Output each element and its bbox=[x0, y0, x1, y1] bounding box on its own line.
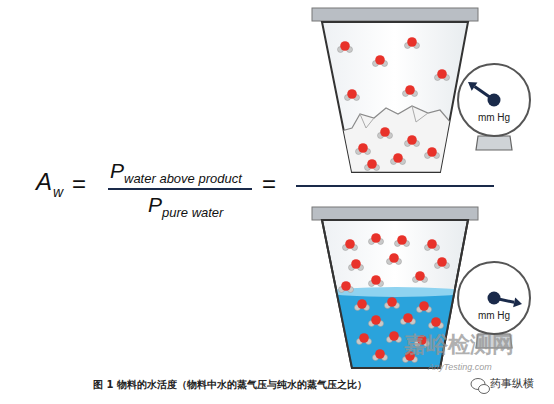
water-molecule bbox=[355, 299, 370, 310]
water-molecule bbox=[387, 253, 402, 264]
water-molecule bbox=[405, 37, 420, 48]
water-molecule bbox=[387, 331, 402, 342]
water-molecule bbox=[373, 349, 388, 360]
equals-sign: = bbox=[262, 172, 276, 196]
water-molecule bbox=[425, 239, 440, 250]
water-molecule bbox=[345, 89, 360, 100]
water-molecule bbox=[357, 333, 372, 344]
gauge-dial bbox=[456, 62, 532, 138]
water-molecule bbox=[349, 259, 364, 270]
pressure-gauge: mm Hg bbox=[456, 260, 532, 336]
water-molecule bbox=[365, 159, 380, 170]
formula-subscript: water above product bbox=[124, 172, 242, 185]
product-solid bbox=[330, 106, 460, 172]
water-molecule bbox=[369, 275, 384, 286]
formula-subscript: w bbox=[53, 185, 63, 199]
water-molecule bbox=[356, 143, 371, 154]
water-molecule bbox=[338, 41, 353, 52]
water-molecule bbox=[435, 69, 450, 80]
water-molecule bbox=[385, 297, 400, 308]
watermark: 药事纵横 bbox=[490, 378, 534, 389]
watermark: 嘉峪检测网 bbox=[404, 334, 514, 356]
unit-label: mm Hg bbox=[456, 310, 532, 321]
water-molecule bbox=[343, 239, 358, 250]
water-molecule bbox=[369, 233, 384, 244]
water-molecule bbox=[403, 85, 418, 96]
formula-symbol: P bbox=[110, 160, 124, 181]
water-molecule bbox=[373, 55, 388, 66]
lid bbox=[312, 8, 478, 21]
unit-label: mm Hg bbox=[456, 112, 532, 123]
water-molecule bbox=[391, 153, 406, 164]
formula-subscript: pure water bbox=[162, 206, 223, 219]
gauge-stand bbox=[476, 136, 512, 150]
water-molecule bbox=[413, 271, 428, 282]
equals-sign: = bbox=[72, 172, 86, 196]
fraction-bar bbox=[296, 185, 494, 187]
beaker bbox=[322, 22, 468, 172]
formula-symbol: A bbox=[36, 170, 52, 194]
pressure-gauge: mm Hg bbox=[456, 62, 532, 138]
gauge-dial bbox=[456, 260, 532, 336]
figure-caption: 图 1 物料的水活度（物料中水的蒸气压与纯水的蒸气压之比） bbox=[0, 380, 460, 390]
watermark-icon bbox=[471, 379, 490, 394]
water-molecule bbox=[417, 301, 432, 312]
formula-symbol: P bbox=[148, 194, 162, 215]
water-molecule bbox=[339, 281, 354, 292]
water-molecule bbox=[395, 235, 410, 246]
watermark: AnyTesting.com bbox=[428, 363, 492, 372]
water-molecule bbox=[369, 315, 384, 326]
water-molecule bbox=[429, 317, 444, 328]
water-molecule bbox=[425, 147, 440, 158]
water-molecule bbox=[378, 127, 393, 138]
fraction-bar bbox=[108, 188, 252, 190]
water-molecule bbox=[401, 313, 416, 324]
water-molecule bbox=[405, 135, 420, 146]
lid bbox=[312, 207, 478, 220]
water-molecule bbox=[435, 257, 450, 268]
